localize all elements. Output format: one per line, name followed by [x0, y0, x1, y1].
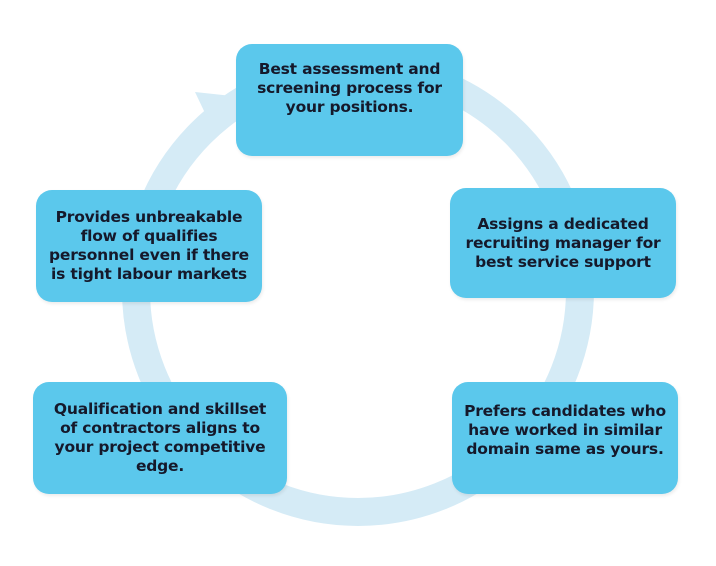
step-text: Best assessment and screening process fo…	[257, 59, 442, 116]
step-text: Qualification and skillset of contractor…	[53, 400, 267, 475]
step-text: Provides unbreakable flow of qualifies p…	[49, 208, 249, 283]
step-text: Prefers candidates who have worked in si…	[464, 401, 666, 458]
step-box-4: Qualification and skillset of contractor…	[33, 382, 287, 494]
step-box-3: Prefers candidates who have worked in si…	[452, 382, 678, 494]
step-box-5: Provides unbreakable flow of qualifies p…	[36, 190, 262, 302]
step-box-1: Best assessment and screening process fo…	[236, 44, 463, 156]
step-text: Assigns a dedicated recruiting manager f…	[465, 214, 661, 271]
cycle-arrowhead-icon	[195, 92, 232, 132]
step-box-2: Assigns a dedicated recruiting manager f…	[450, 188, 676, 298]
